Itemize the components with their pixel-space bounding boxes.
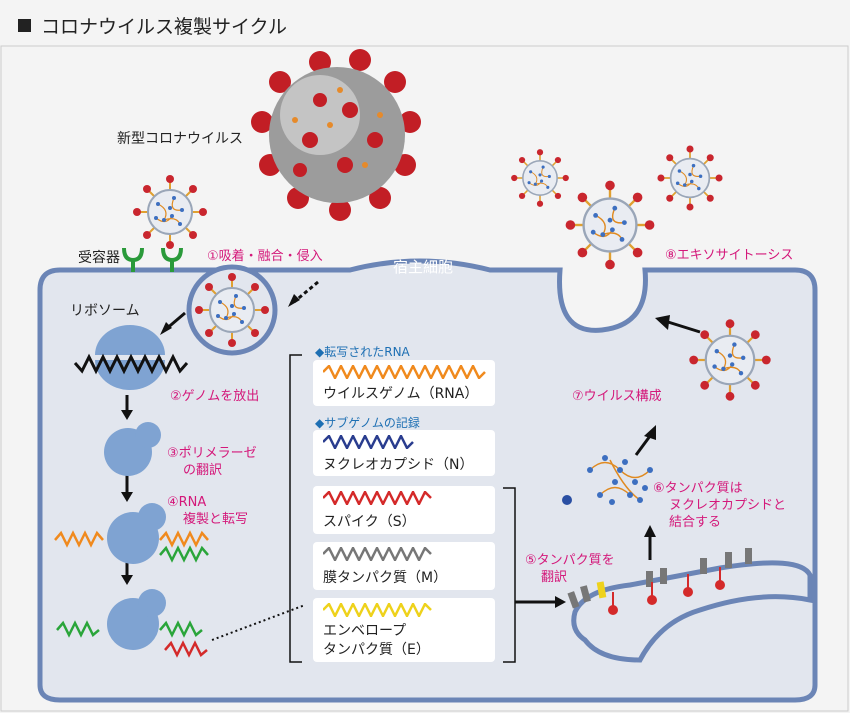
step-6-line-1: ⑥タンパク質は <box>653 481 743 496</box>
red-wave-icon <box>323 491 432 505</box>
translate-arrow-head-icon <box>555 596 566 608</box>
legend-bracket-left <box>289 354 302 663</box>
step-2-label: ②ゲノムを放出 <box>170 389 260 404</box>
legend-spike: スパイク（S） <box>313 486 495 534</box>
red-rna-copy <box>164 640 208 658</box>
green-rna-copy <box>159 545 209 563</box>
step-4-label: ④RNA 複製と転写 <box>167 494 248 528</box>
gray-wave-icon <box>323 547 432 561</box>
nucleocapsid-icon <box>562 455 653 505</box>
title-text: コロナウイルス複製サイクル <box>41 16 288 38</box>
step-3-line-1: ③ポリメラーゼ <box>167 446 257 461</box>
transcribed-rna-header: ◆転写されたRNA <box>315 345 410 359</box>
genome-label: ウイルスゲノム（RNA） <box>323 386 479 402</box>
membrane-label: 膜タンパク質（M） <box>323 570 448 586</box>
nucleocapsid-label: ヌクレオカプシド（N） <box>323 457 474 473</box>
coronavirus-illustration-icon <box>251 49 421 221</box>
host-cell-label: 宿主細胞 <box>393 258 454 276</box>
incoming-virion-icon <box>132 174 208 250</box>
new-virus-label: 新型コロナウイルス <box>117 131 243 147</box>
step-6-line-2: ヌクレオカプシドと <box>669 498 787 513</box>
ribosome-4 <box>107 589 166 650</box>
step-5-line-2: 翻訳 <box>541 570 568 585</box>
legend-envelope: エンベロープ タンパク質（E） <box>313 598 495 662</box>
envelope-label-1: エンベロープ <box>323 623 407 639</box>
step-4-line-1: ④RNA <box>167 495 207 510</box>
yellow-wave-icon <box>323 603 432 617</box>
ribosome-2 <box>104 422 161 476</box>
green-rna-copy-2 <box>56 620 100 638</box>
er-bound-proteins <box>567 548 752 615</box>
step-7-label: ⑦ウイルス構成 <box>572 389 662 404</box>
entry-arrow-head-icon <box>160 322 172 335</box>
dotted-connector <box>211 604 306 641</box>
spike-label: スパイク（S） <box>323 514 416 530</box>
ribosome-label: リボソーム <box>70 303 140 319</box>
receptor-icon <box>122 247 183 272</box>
step-1-label: ①吸着・融合・侵入 <box>207 249 323 264</box>
dashed-arrow-head-icon <box>288 294 300 307</box>
ribosome-3 <box>107 503 166 564</box>
orange-wave-icon <box>323 365 486 379</box>
step-5-line-1: ⑤タンパク質を <box>525 553 615 568</box>
navy-wave-icon <box>323 435 414 449</box>
legend-membrane: 膜タンパク質（M） <box>313 542 495 590</box>
green-rna-copy-3 <box>159 620 203 638</box>
exocytosed-virion-icon <box>564 179 656 271</box>
step-6-line-3: 結合する <box>669 515 722 530</box>
released-virion-small-icon <box>510 148 570 208</box>
receptor-label: 受容器 <box>78 250 120 266</box>
orange-rna-copy <box>54 530 104 548</box>
step-8-label: ⑧エキソサイトーシス <box>665 248 794 263</box>
up-arrows <box>634 315 701 560</box>
legend-nucleocapsid: ヌクレオカプシド（N） <box>313 430 495 476</box>
endoplasmic-reticulum <box>571 560 813 663</box>
step-3-label: ③ポリメラーゼ の翻訳 <box>167 445 257 479</box>
step-6-label: ⑥タンパク質は ヌクレオカプシドと 結合する <box>653 480 786 531</box>
released-virion-medium-icon <box>656 144 724 212</box>
step-3-line-2: の翻訳 <box>183 463 223 478</box>
genome-rna-zigzag <box>73 353 189 375</box>
envelope-label-2: タンパク質（E） <box>323 642 430 658</box>
dashed-entry-arrow <box>293 280 319 304</box>
legend-genome: ウイルスゲノム（RNA） <box>313 360 495 406</box>
title-square-icon <box>18 19 31 32</box>
diagram-title: コロナウイルス複製サイクル <box>18 12 287 39</box>
step-5-label: ⑤タンパク質を 翻訳 <box>525 552 615 586</box>
orange-rna-copy-right <box>159 530 209 548</box>
step-4-line-2: 複製と転写 <box>183 512 249 527</box>
subgenome-header: ◆サブゲノムの記録 <box>315 416 420 430</box>
legend-bracket-right <box>503 487 516 663</box>
